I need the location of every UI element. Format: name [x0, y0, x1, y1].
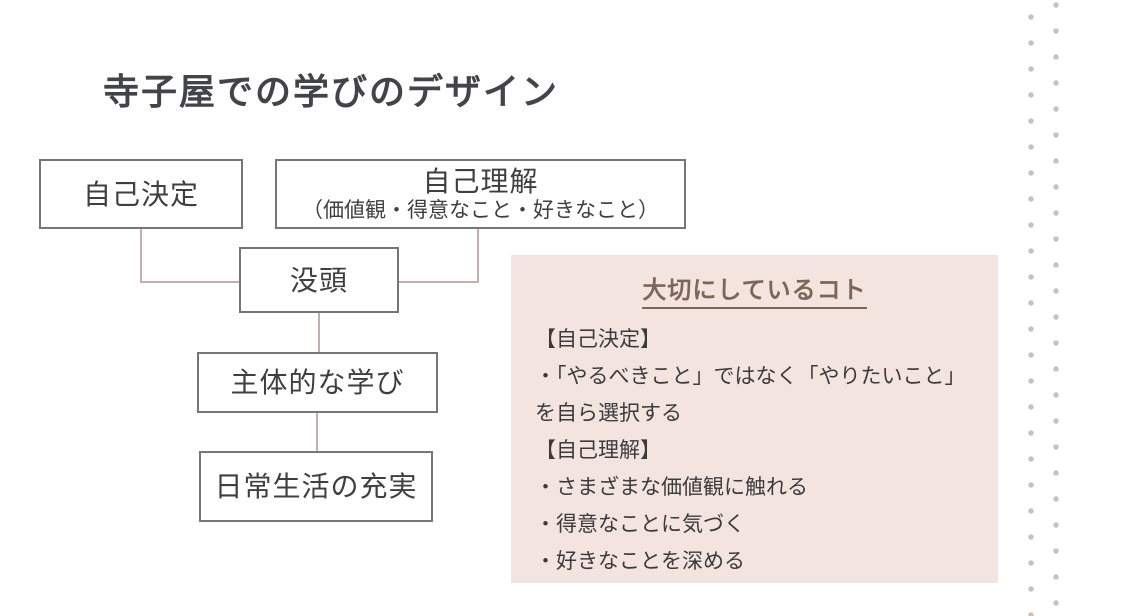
- values-panel-title-row: 大切にしているコト: [535, 270, 974, 309]
- flow-box-label: 没頭: [289, 264, 348, 296]
- flow-box-proactive-learning: 主体的な学び: [197, 352, 438, 413]
- panel-text-line: ・さまざまな価値観に触れる: [535, 476, 808, 499]
- flow-box-daily-life-fulfillment: 日常生活の充実: [199, 451, 433, 522]
- values-panel-title: 大切にしているコト: [642, 270, 867, 309]
- flow-box-label: 日常生活の充実: [214, 471, 418, 502]
- flow-box-self-determination: 自己決定: [39, 159, 243, 229]
- flow-box-immersion: 没頭: [239, 247, 399, 313]
- panel-text-line: ・好きなことを深める: [535, 550, 745, 573]
- panel-text-line: 【自己理解】: [535, 439, 661, 462]
- connector-immersion-to-proactive-learning: [318, 313, 320, 352]
- panel-text-line: ・「やるべきこと」ではなく「やりたいこと」: [535, 365, 966, 388]
- panel-text-line: ・得意なことに気づく: [535, 513, 745, 536]
- panel-text-line: を自ら選択する: [535, 402, 682, 425]
- panel-text-line: 【自己決定】: [535, 328, 661, 351]
- page-title: 寺子屋での学びのデザイン: [103, 72, 560, 112]
- connector-self-determination-vertical: [140, 229, 142, 283]
- flow-box-self-understanding: 自己理解 （価値観・得意なこと・好きなこと）: [275, 159, 686, 229]
- dotted-border-right-column: [1051, 0, 1061, 616]
- flow-box-sublabel: （価値観・得意なこと・好きなこと）: [302, 198, 659, 222]
- dotted-border-left-column: [1026, 0, 1036, 616]
- connector-self-understanding-horizontal: [399, 281, 479, 283]
- flow-box-label: 主体的な学び: [230, 367, 405, 398]
- values-panel: 大切にしているコト 【自己決定】 ・「やるべきこと」ではなく「やりたいこと」 を…: [511, 255, 998, 583]
- values-panel-body: 【自己決定】 ・「やるべきこと」ではなく「やりたいこと」 を自ら選択する 【自己…: [535, 321, 974, 580]
- flow-box-label: 自己決定: [82, 178, 199, 210]
- connector-self-understanding-vertical: [477, 229, 479, 283]
- flow-box-label: 自己理解: [422, 165, 539, 197]
- connector-proactive-learning-to-daily-life: [316, 413, 318, 451]
- connector-self-determination-horizontal: [140, 281, 239, 283]
